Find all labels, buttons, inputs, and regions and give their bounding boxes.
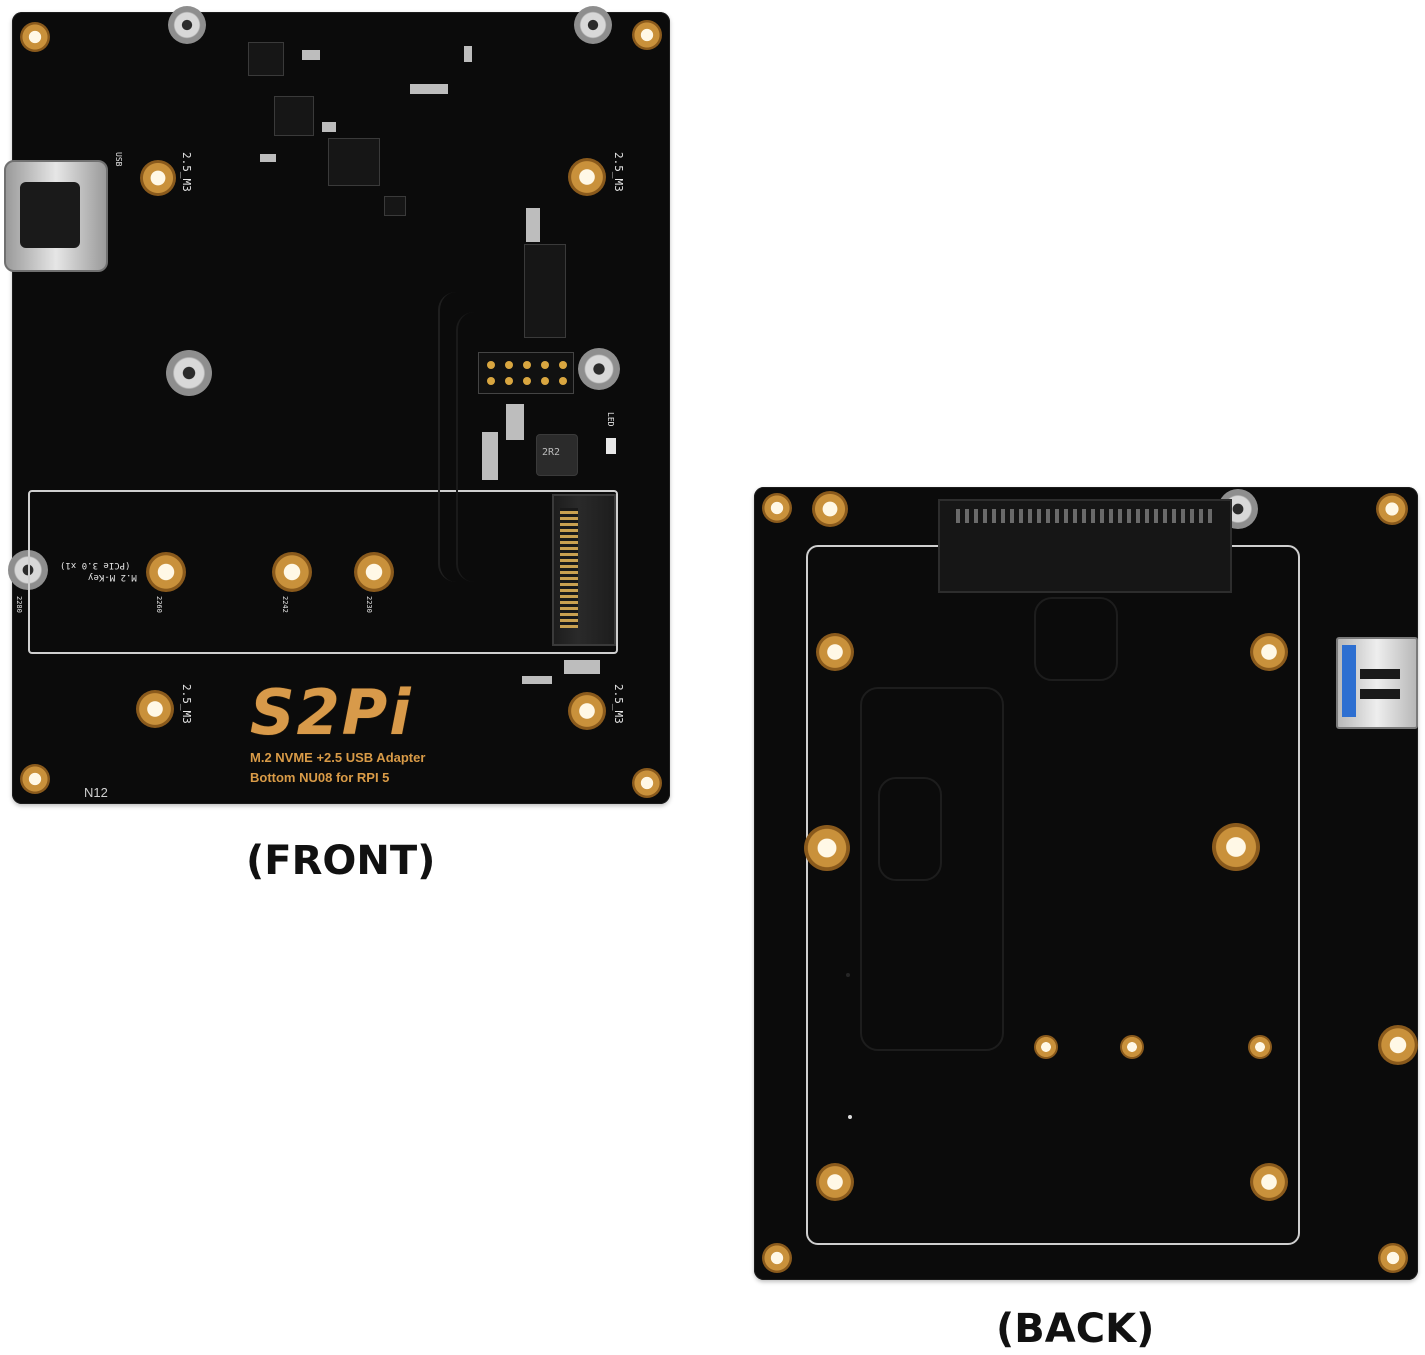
m2-label: M.2 M-Key — [88, 572, 137, 582]
brand-logo: S2Pi — [250, 676, 413, 749]
mount-hole — [1376, 493, 1408, 525]
drive-mount-hole — [568, 692, 606, 730]
smd-component — [564, 660, 600, 674]
m2-standoff-hole — [272, 552, 312, 592]
pcb-trace — [456, 312, 518, 582]
mount-hole — [20, 764, 50, 794]
smd-component — [526, 208, 540, 242]
front-pcb-board: 2.5_M3 2.5_M3 2.5_M3 2.5_M3 USB 2R2 LED … — [4, 6, 670, 804]
m2-standoff-hole — [1120, 1035, 1144, 1059]
mount-label: 2.5_M3 — [612, 684, 625, 724]
smd-component — [522, 676, 552, 684]
smd-component — [302, 50, 320, 60]
smd-component — [322, 122, 336, 132]
mount-hole — [812, 491, 848, 527]
mount-hole — [1378, 1025, 1418, 1065]
pin-header — [478, 352, 574, 394]
m2-slot — [552, 494, 616, 646]
inductor — [536, 434, 578, 476]
m2-size-label: 2280 — [15, 596, 23, 613]
led — [606, 438, 616, 454]
mount-label: 2.5_M3 — [180, 684, 193, 724]
mount-hole — [632, 20, 662, 50]
m2-standoff-hole — [1248, 1035, 1272, 1059]
m2-label: (PCIe 3.0 x1) — [60, 560, 131, 570]
drive-mount-hole — [804, 825, 850, 871]
drive-mount-hole — [1250, 1163, 1288, 1201]
mount-hole — [20, 22, 50, 52]
drive-mount-hole — [816, 1163, 854, 1201]
chip — [248, 42, 284, 76]
drive-mount-hole — [136, 690, 174, 728]
pcb-trace — [1034, 597, 1118, 681]
led-label: LED — [606, 412, 615, 427]
m2-standoff-hole — [1034, 1035, 1058, 1059]
mount-hole — [1378, 1243, 1408, 1273]
standoff — [574, 6, 612, 44]
board-subtitle-line1: M.2 NVME +2.5 USB Adapter — [250, 750, 426, 765]
back-pcb-board — [754, 487, 1418, 1280]
via — [846, 973, 850, 977]
m2-standoff-hole — [354, 552, 394, 592]
m2-size-label: 2242 — [281, 596, 289, 613]
drive-mount-hole — [816, 633, 854, 671]
chip — [384, 196, 406, 216]
pcb-trace — [878, 777, 942, 881]
controller-chip — [328, 138, 380, 186]
standoff — [578, 348, 620, 390]
mount-hole — [762, 1243, 792, 1273]
standoff — [166, 350, 212, 396]
drive-mount-hole — [1212, 823, 1260, 871]
usb-a-port — [1336, 637, 1418, 729]
drive-mount-hole — [568, 158, 606, 196]
board-id: N12 — [84, 785, 108, 800]
chip — [274, 96, 314, 136]
mount-label: 2.5_M3 — [180, 152, 193, 192]
ffc-connector — [524, 244, 566, 338]
drive-mount-hole — [140, 160, 176, 196]
m2-drive-outline — [28, 490, 618, 654]
mount-label: 2.5_M3 — [612, 152, 625, 192]
m2-standoff-hole — [146, 552, 186, 592]
back-caption: (BACK) — [996, 1306, 1155, 1352]
smd-component — [410, 84, 448, 94]
inductor-label: 2R2 — [542, 447, 561, 458]
smd-component — [482, 432, 498, 480]
mount-hole — [762, 493, 792, 523]
board-subtitle-line2: Bottom NU08 for RPI 5 — [250, 770, 390, 785]
front-caption: (FRONT) — [246, 838, 436, 884]
mount-hole — [632, 768, 662, 798]
smd-component — [260, 154, 276, 162]
smd-component — [464, 46, 472, 62]
pcb-trace — [860, 687, 1004, 1051]
usb-c-port — [4, 160, 108, 272]
pcb-trace — [438, 292, 500, 582]
smd-component — [506, 404, 524, 440]
sata-connector — [938, 499, 1232, 593]
drive-mount-hole — [1250, 633, 1288, 671]
via — [848, 1115, 852, 1119]
m2-size-label: 2230 — [365, 596, 373, 613]
m2-size-label: 2260 — [155, 596, 163, 613]
standoff — [168, 6, 206, 44]
usb-label: USB — [114, 152, 123, 167]
